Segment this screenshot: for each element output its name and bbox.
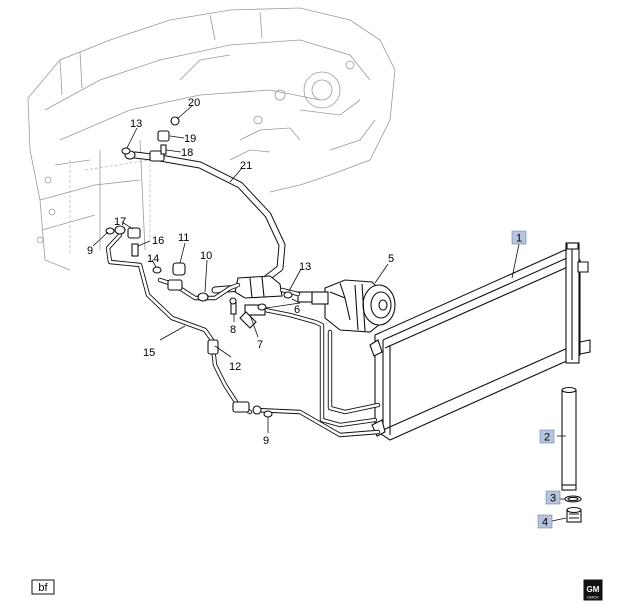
svg-text:bf: bf (38, 582, 48, 594)
callout-4: 4 (537, 514, 553, 529)
callout-13-top: 13 (130, 118, 142, 130)
suction-hose (124, 150, 286, 294)
callout-9-bottom: 9 (263, 435, 269, 447)
liquid-line (105, 225, 262, 415)
callout-5: 5 (388, 253, 394, 265)
gm-logo: GM GMCK (583, 579, 603, 601)
callout-14: 14 (147, 253, 159, 265)
ac-compressor (297, 279, 396, 333)
callout-1: 1 (511, 230, 527, 245)
svg-text:2: 2 (544, 432, 550, 444)
svg-text:3: 3 (550, 493, 556, 505)
leader-lines (92, 104, 567, 522)
svg-text:GM: GM (587, 585, 600, 594)
dryer-cartridge (561, 386, 577, 491)
callout-13-right: 13 (299, 261, 311, 273)
footer-code-box: bf (31, 579, 55, 595)
callout-17: 17 (114, 216, 126, 228)
callout-8: 8 (230, 324, 236, 336)
callout-18: 18 (181, 147, 193, 159)
dryer-plug (566, 506, 582, 523)
svg-text:4: 4 (542, 517, 548, 529)
callout-7: 7 (257, 339, 263, 351)
callout-20: 20 (188, 97, 200, 109)
callout-16: 16 (152, 235, 164, 247)
callout-3: 3 (545, 490, 561, 505)
callout-12: 12 (229, 361, 241, 373)
dryer-o-ring (564, 495, 582, 503)
callout-10: 10 (200, 250, 212, 262)
callout-6: 6 (294, 304, 300, 316)
callout-11: 11 (178, 232, 189, 244)
callout-15: 15 (143, 347, 155, 359)
condenser (369, 242, 591, 441)
discharge-lines (239, 304, 381, 438)
callout-21: 21 (240, 160, 252, 172)
callout-9-top: 9 (87, 245, 93, 257)
callout-2: 2 (539, 429, 555, 444)
pressure-line (157, 277, 241, 302)
svg-text:1: 1 (516, 233, 522, 245)
callout-19: 19 (184, 133, 196, 145)
svg-text:GMCK: GMCK (587, 595, 599, 600)
body-structure-ghost (27, 7, 396, 271)
small-fittings (105, 116, 293, 418)
